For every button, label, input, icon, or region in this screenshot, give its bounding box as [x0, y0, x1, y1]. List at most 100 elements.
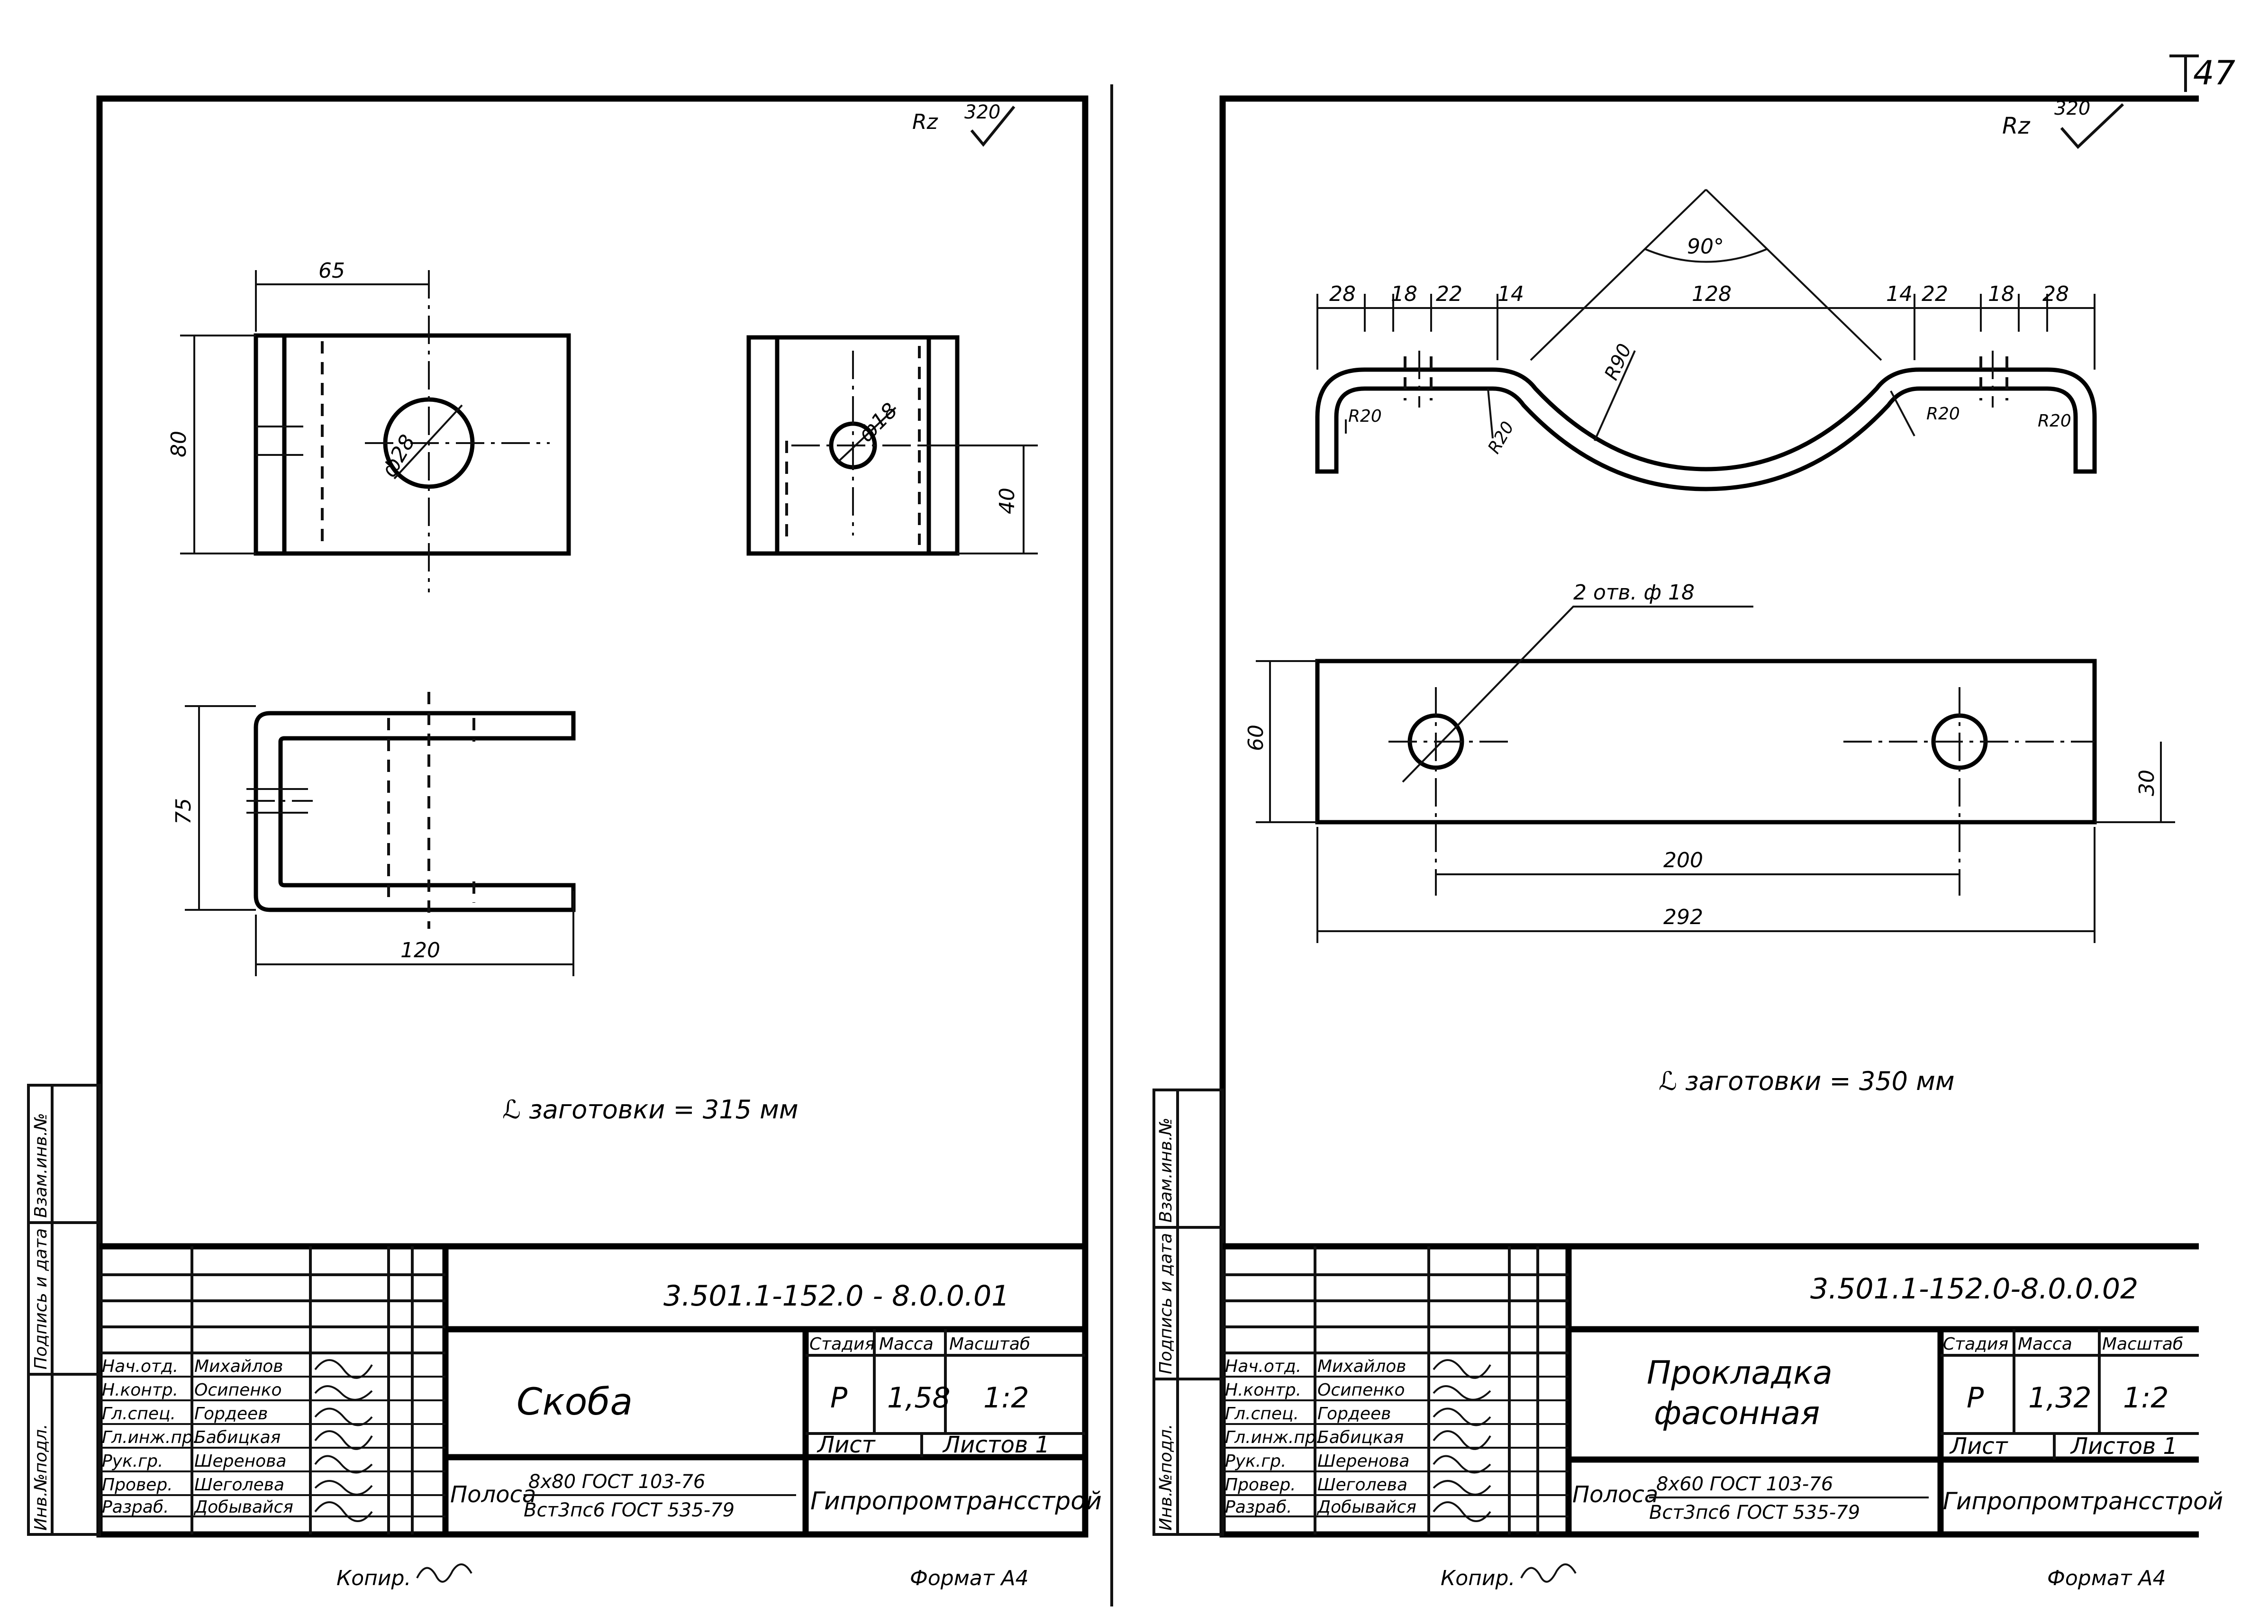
radius-leader — [1487, 388, 1494, 439]
stage-label: Стадия — [1943, 1334, 2008, 1354]
angle-arc — [1644, 248, 1768, 263]
dim-292: 292 — [1663, 905, 1703, 929]
dim-r20-c: R20 — [1926, 404, 1960, 424]
organization: Гипропромтрансстрой — [810, 1487, 1102, 1515]
role-nach-otd: Нач.отд. — [102, 1357, 178, 1376]
footer-copy: Копир. — [336, 1566, 411, 1590]
name-6: Добывайся — [1316, 1497, 1416, 1517]
material-bottom: Bст3пс6 ГОСТ 535-79 — [524, 1499, 735, 1521]
dim-chain-8: 28 — [2042, 282, 2069, 306]
role-razrab: Разраб. — [102, 1497, 169, 1517]
name-0: Михайлов — [1317, 1357, 1406, 1376]
view-profile: 90° 28 18 22 14 128 14 22 18 28 R20 — [1315, 189, 2097, 491]
side-stamp: Инв.№подл. Подпись и дата Взам.инв.№ — [27, 1084, 101, 1536]
dim-chain-1: 18 — [1391, 282, 1417, 306]
side-label-inv: Инв.№подл. — [31, 1424, 51, 1531]
side-label-sign: Подпись и дата — [1156, 1233, 1176, 1374]
bent-outline — [254, 711, 576, 912]
copy-signature — [416, 1563, 472, 1583]
view-side: ф18 40 — [746, 335, 1038, 556]
dim-40: 40 — [995, 488, 1019, 514]
view-front: ф28 65 80 — [167, 259, 571, 592]
dim-r20-b: R20 — [1484, 418, 1518, 457]
dim-r20-d: R20 — [2038, 411, 2071, 431]
page-number: 47 — [2193, 54, 2235, 92]
title-block: 3.501.1-152.0 - 8.0.0.01 Скоба Стадия Ма… — [100, 1243, 1102, 1534]
sheet-prokladka: Rz 320 90° — [1152, 95, 2223, 1590]
sheet-skoba: Rz 320 ф28 65 80 — [27, 95, 1102, 1590]
roughness-check-icon — [970, 106, 1016, 147]
sheet-frame — [1219, 95, 2199, 1538]
title-block: 3.501.1-152.0-8.0.0.02 Прокладка фасонна… — [1223, 1243, 2223, 1534]
footer-format: Формат А4 — [910, 1566, 1029, 1590]
role-n-kontr: Н.контр. — [1225, 1380, 1301, 1400]
stage-label: Стадия — [809, 1334, 875, 1354]
side-stamp: Инв.№подл. Подпись и дата Взам.инв.№ — [1152, 1089, 1224, 1536]
mass-label: Масса — [879, 1334, 934, 1354]
dim-65: 65 — [318, 259, 345, 283]
mass-label: Масса — [2018, 1334, 2072, 1354]
angle-ray — [1705, 189, 1882, 361]
name-2: Гордеев — [194, 1404, 268, 1424]
name-2: Гордеев — [1317, 1404, 1391, 1424]
dim-hole-28: ф28 — [377, 431, 420, 481]
hole-leader — [837, 407, 897, 463]
mass-value: 1,32 — [2028, 1381, 2092, 1415]
sheet-label: Лист — [816, 1432, 876, 1458]
dim-chain-3: 14 — [1497, 282, 1524, 306]
part-name-line2: фасонная — [1654, 1395, 1820, 1432]
dim-chain-0: 28 — [1329, 282, 1356, 306]
view-bent: 75 120 — [172, 692, 576, 976]
profile-outline — [1315, 367, 2097, 491]
dim-60: 60 — [1244, 725, 1268, 751]
scale-value: 1:2 — [983, 1381, 1029, 1415]
blank-length-note: ℒ заготовки = 315 мм — [502, 1095, 798, 1125]
radius-leader — [1890, 390, 1915, 436]
role-prover: Провер. — [1225, 1475, 1296, 1495]
role-ruk-gr: Рук.гр. — [1225, 1452, 1286, 1471]
roughness-check-icon — [2060, 103, 2124, 149]
role-gl-inzh: Гл.инж.пр. — [102, 1428, 198, 1447]
signatures — [314, 1359, 373, 1522]
mass-value: 1,58 — [887, 1381, 951, 1415]
dim-chain-2: 22 — [1436, 282, 1462, 306]
roughness-symbol: Rz — [2002, 113, 2031, 139]
hole-leader — [393, 404, 463, 480]
drawing-code: 3.501.1-152.0 - 8.0.0.01 — [663, 1279, 1009, 1313]
roughness-mark: Rz 320 — [2002, 98, 2124, 149]
dim-80: 80 — [167, 431, 191, 457]
name-5: Шеголева — [194, 1475, 284, 1495]
material-top: 8х80 ГОСТ 103-76 — [528, 1471, 705, 1493]
role-n-kontr: Н.контр. — [102, 1380, 178, 1400]
side-label-sign: Подпись и дата — [31, 1228, 51, 1370]
dim-75: 75 — [172, 798, 196, 825]
holes-leader — [1402, 606, 1753, 783]
name-5: Шеголева — [1317, 1475, 1407, 1495]
material-top: 8х60 ГОСТ 103-76 — [1656, 1473, 1833, 1495]
name-3: Бабицкая — [1317, 1428, 1404, 1447]
angle-ray — [1530, 189, 1707, 361]
part-name-line1: Прокладка — [1647, 1354, 1833, 1392]
drawing-code: 3.501.1-152.0-8.0.0.02 — [1810, 1272, 2138, 1306]
dim-chain-5: 14 — [1886, 282, 1913, 306]
name-1: Осипенко — [194, 1380, 282, 1400]
dim-chain-7: 18 — [1988, 282, 2014, 306]
sheets-label: Листов 1 — [2070, 1433, 2177, 1460]
material-prefix: Полоса — [450, 1481, 536, 1508]
name-4: Шеренова — [194, 1452, 286, 1471]
sheet-label: Лист — [1949, 1433, 2009, 1460]
roughness-symbol: Rz — [912, 110, 938, 134]
name-0: Михайлов — [194, 1357, 283, 1376]
role-razrab: Разраб. — [1225, 1497, 1292, 1517]
role-gl-inzh: Гл.инж.пр. — [1225, 1428, 1321, 1447]
dim-30: 30 — [2135, 770, 2159, 796]
name-6: Добывайся — [193, 1497, 293, 1517]
front-outline — [254, 333, 571, 556]
side-stamp-frame — [27, 1084, 101, 1536]
dim-angle: 90° — [1687, 235, 1724, 259]
roughness-mark: Rz 320 — [912, 101, 1016, 147]
organization: Гипропромтрансстрой — [1943, 1488, 2223, 1515]
role-gl-spec: Гл.спец. — [102, 1404, 176, 1424]
side-label-inv: Инв.№подл. — [1156, 1424, 1176, 1531]
